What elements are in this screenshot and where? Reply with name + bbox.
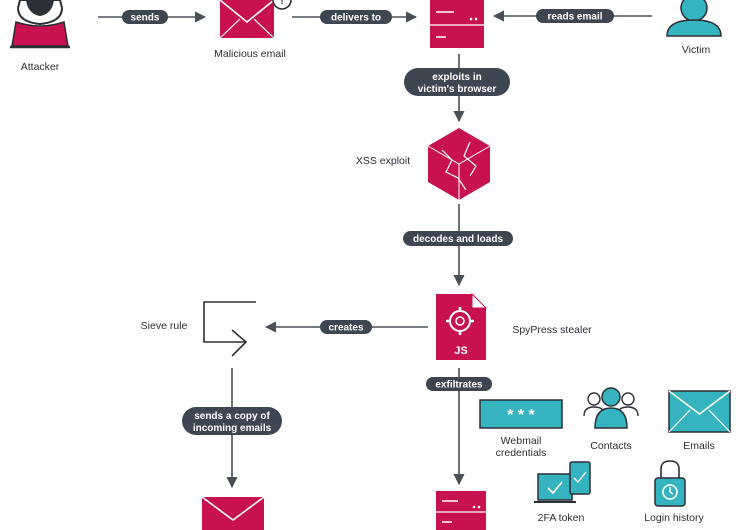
node-email-copy bbox=[201, 496, 265, 530]
label-attacker: Attacker bbox=[21, 61, 60, 73]
edge-label-sends-copy-line1: sends a copy of bbox=[194, 411, 270, 422]
node-webmail-credentials: * * * Webmail credentials bbox=[479, 399, 563, 459]
label-victim: Victim bbox=[682, 44, 711, 56]
sieve-rule-icon bbox=[203, 301, 256, 357]
label-xss-exploit: XSS exploit bbox=[356, 155, 410, 167]
edge-label-exfiltrates: exfiltrates bbox=[435, 380, 483, 391]
node-emails: Emails bbox=[668, 390, 731, 452]
node-exfil-server bbox=[436, 491, 486, 530]
edge-label-creates: creates bbox=[328, 323, 363, 334]
contacts-group-icon bbox=[583, 387, 639, 429]
edge-exploits: exploits in victim's browser bbox=[404, 54, 510, 123]
edge-creates: creates bbox=[264, 320, 428, 334]
node-2fa-token: 2FA token bbox=[534, 461, 591, 524]
edge-label-sends: sends bbox=[131, 13, 160, 24]
server-icon bbox=[430, 0, 484, 48]
password-field-icon: * * * bbox=[479, 399, 563, 429]
user-icon bbox=[666, 0, 722, 37]
envelope-outline-icon bbox=[668, 390, 731, 433]
edge-sends: sends bbox=[98, 10, 207, 24]
envelope-icon: ! bbox=[219, 0, 292, 39]
edge-reads-email: reads email bbox=[492, 9, 652, 23]
label-contacts: Contacts bbox=[590, 440, 631, 452]
edge-label-decodes-and-loads: decodes and loads bbox=[413, 234, 503, 245]
edge-label-exploits-line2: victim's browser bbox=[418, 84, 497, 95]
padlock-history-icon bbox=[654, 460, 686, 507]
node-victim: Victim bbox=[666, 0, 722, 56]
label-2fa-token: 2FA token bbox=[538, 512, 585, 524]
label-emails: Emails bbox=[683, 440, 715, 452]
label-spypress: SpyPress stealer bbox=[512, 324, 592, 336]
spypress-js-text: JS bbox=[454, 345, 467, 357]
edge-sends-copy: sends a copy of incoming emails bbox=[182, 368, 282, 489]
label-malicious-email: Malicious email bbox=[214, 48, 286, 60]
devices-check-icon bbox=[534, 461, 591, 503]
node-xss-exploit: XSS exploit bbox=[356, 128, 491, 200]
node-mail-server bbox=[430, 0, 484, 48]
password-stars: * * * bbox=[507, 407, 535, 424]
envelope-icon bbox=[201, 496, 265, 530]
label-login-history: Login history bbox=[644, 512, 704, 524]
edge-delivers-to: delivers to bbox=[292, 10, 418, 24]
cube-crack-icon bbox=[427, 128, 491, 200]
edge-label-delivers-to: delivers to bbox=[331, 13, 381, 24]
node-spypress: JS SpyPress stealer bbox=[436, 292, 592, 360]
edge-label-sends-copy-line2: incoming emails bbox=[193, 423, 272, 434]
edge-label-reads-email: reads email bbox=[547, 12, 602, 23]
label-webmail-line2: credentials bbox=[496, 447, 547, 459]
node-login-history: Login history bbox=[644, 460, 705, 524]
hooded-attacker-icon bbox=[10, 0, 70, 49]
edge-label-exploits-line1: exploits in bbox=[432, 72, 481, 83]
label-webmail-line1: Webmail bbox=[501, 435, 542, 447]
label-sieve-rule: Sieve rule bbox=[141, 320, 188, 332]
node-contacts: Contacts bbox=[583, 387, 639, 452]
edge-decodes-and-loads: decodes and loads bbox=[403, 204, 513, 287]
svg-text:!: ! bbox=[280, 0, 283, 7]
node-attacker: Attacker bbox=[10, 0, 70, 73]
js-file-gear-icon: JS bbox=[436, 292, 488, 360]
node-sieve-rule: Sieve rule bbox=[141, 301, 256, 357]
server-icon bbox=[436, 491, 486, 530]
edge-exfiltrates: exfiltrates bbox=[426, 368, 492, 486]
node-malicious-email: ! Malicious email bbox=[214, 0, 292, 60]
